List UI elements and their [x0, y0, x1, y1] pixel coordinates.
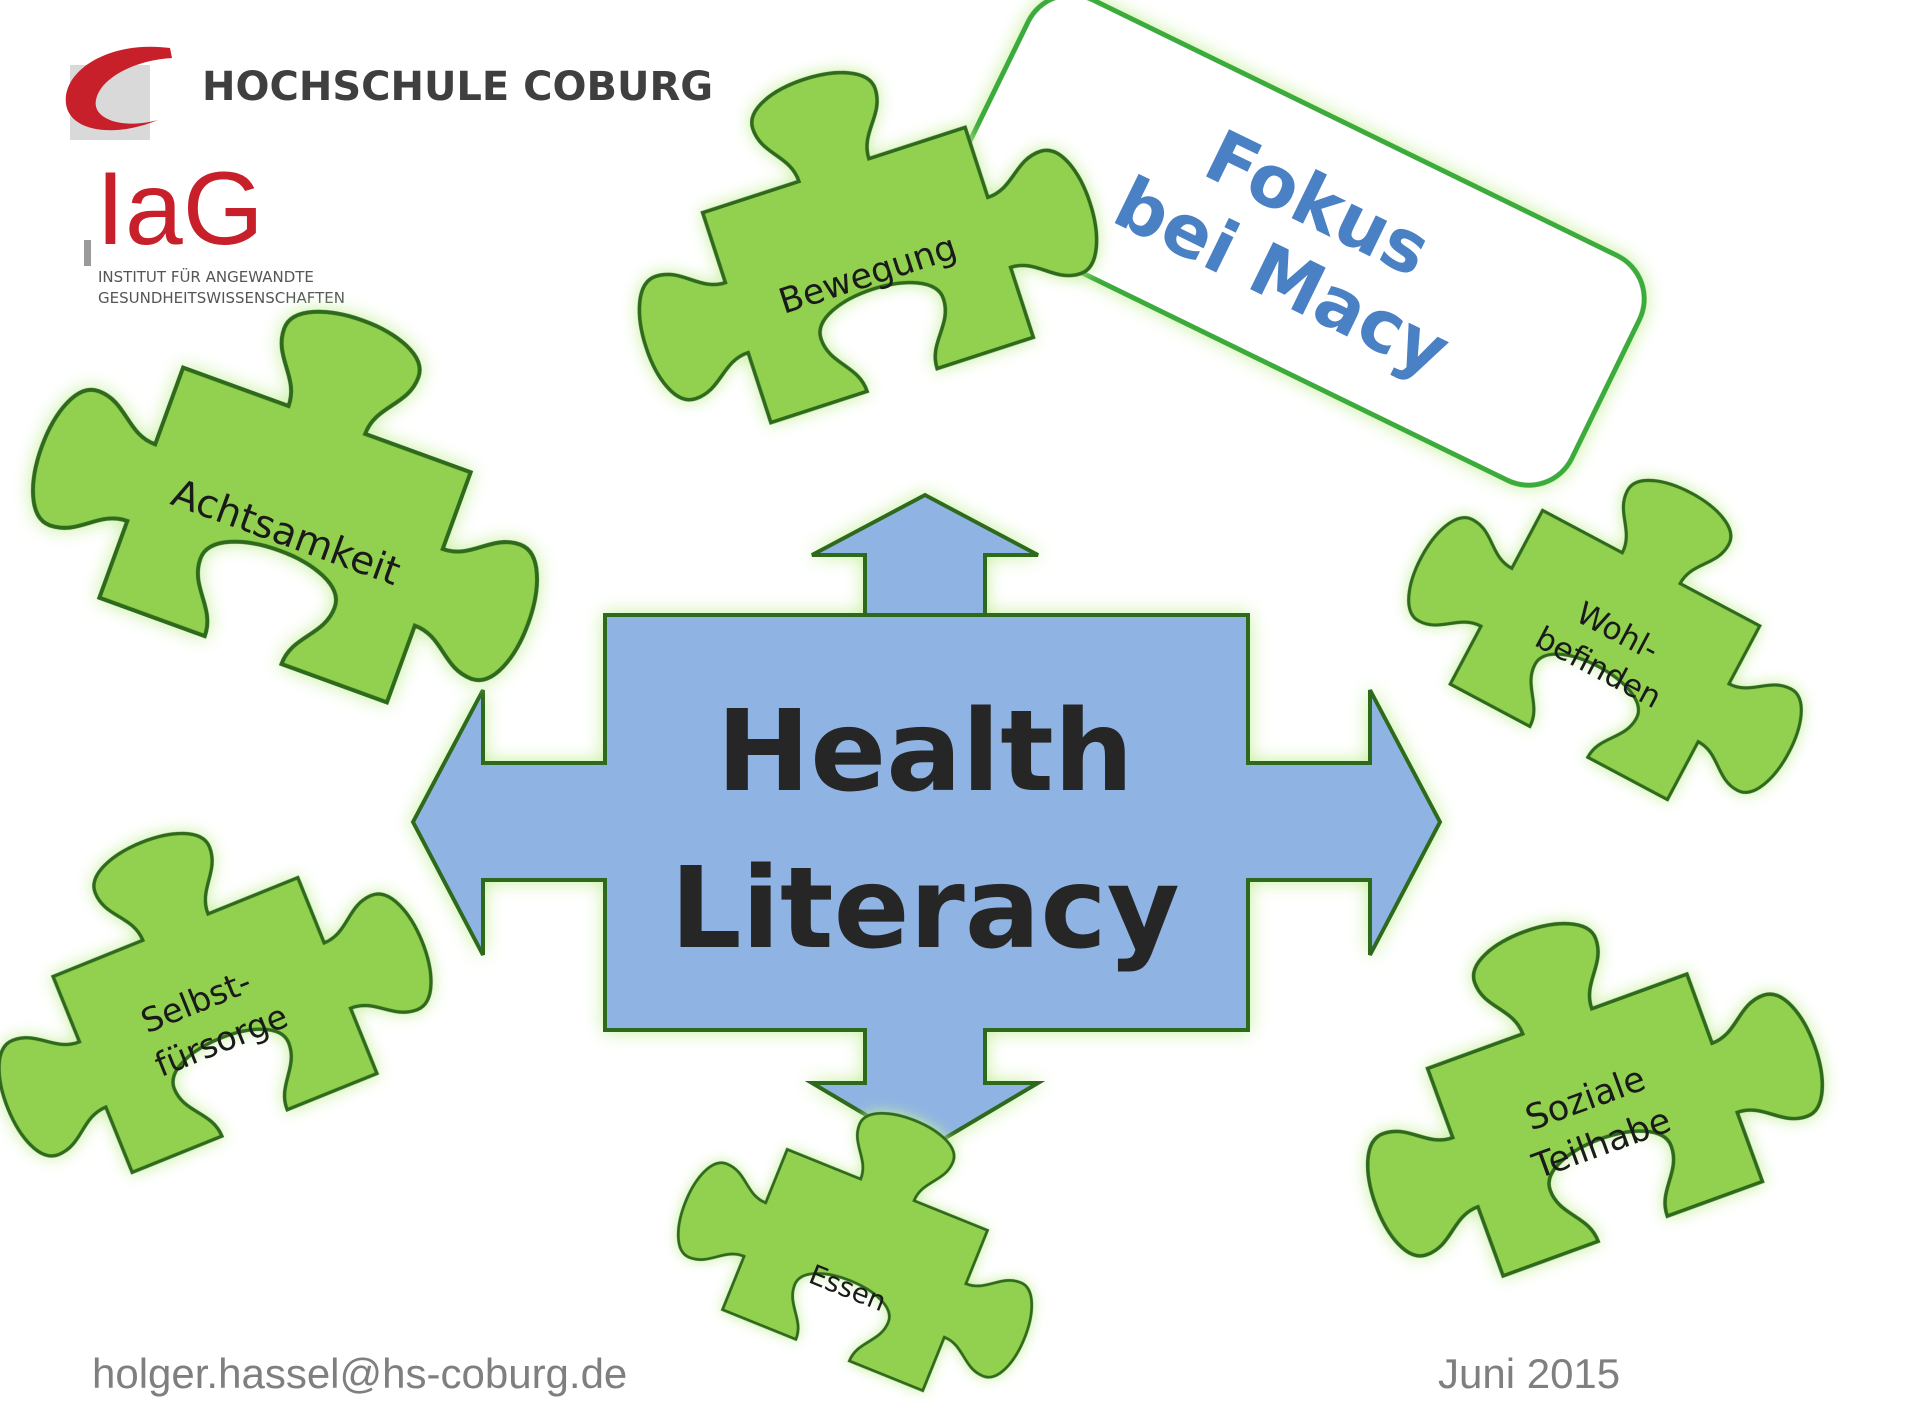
iag-short: IaG: [96, 151, 264, 267]
footer-email: holger.hassel@hs-coburg.de: [92, 1350, 627, 1397]
focus-frame: [953, 0, 1647, 488]
puzzle-piece-achtsamkeit: Achtsamkeit: [0, 232, 606, 739]
center-arrow: Health Literacy: [410, 492, 1443, 1153]
logo-swoosh-icon: [65, 46, 172, 131]
hochschule-coburg-logo: HOCHSCHULE COBURG: [65, 46, 713, 140]
puzzle-piece-selbstfuersorge: Selbst- fürsorge: [0, 757, 464, 1209]
university-name: HOCHSCHULE COBURG: [202, 64, 713, 110]
iag-line1: INSTITUT FÜR ANGEWANDTE: [98, 267, 314, 286]
cross-arrow: [410, 492, 1443, 1153]
iag-bar: [84, 240, 91, 266]
iag-logo: IaG INSTITUT FÜR ANGEWANDTE GESUNDHEITSW…: [84, 151, 345, 307]
center-line2: Literacy: [670, 844, 1179, 974]
puzzle-shape: [0, 232, 606, 739]
iag-line2: GESUNDHEITSWISSENSCHAFTEN: [98, 289, 345, 307]
puzzle-piece-wohlbefinden: Wohl- befinden: [1373, 393, 1877, 842]
center-line1: Health: [717, 687, 1134, 817]
footer-date: Juni 2015: [1438, 1350, 1620, 1397]
